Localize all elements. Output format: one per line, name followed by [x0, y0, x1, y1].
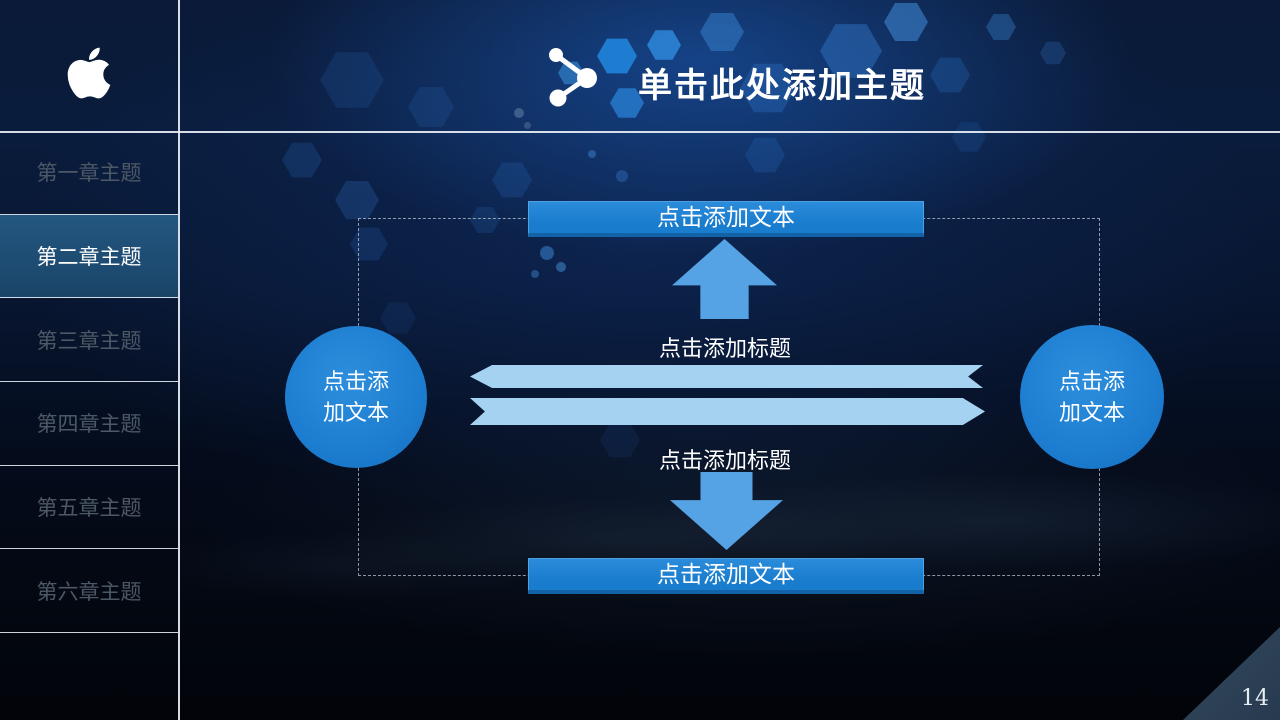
upper-title-placeholder[interactable]: 点击添加标题 [658, 336, 791, 361]
sidebar-item-chapter6[interactable]: 第六章主题 [0, 549, 178, 634]
sidebar-item-chapter3[interactable]: 第三章主题 [0, 298, 178, 383]
left-circle-placeholder[interactable]: 点击添加文本 [285, 326, 427, 468]
left-pointing-bar [470, 365, 983, 388]
right-circle-label: 点击添加文本 [1058, 369, 1125, 425]
apple-logo-icon [67, 47, 111, 99]
page-number: 14 [1241, 686, 1269, 711]
right-pointing-bar [470, 398, 985, 425]
top-text-placeholder[interactable]: 点击添加文本 [528, 201, 924, 237]
sidebar-item-chapter5[interactable]: 第五章主题 [0, 466, 178, 550]
sidebar-item-chapter1[interactable]: 第一章主题 [0, 131, 178, 215]
sidebar-item-chapter4[interactable]: 第四章主题 [0, 382, 178, 466]
share-nodes-icon [549, 48, 597, 107]
left-circle-label: 点击添加文本 [322, 369, 389, 425]
right-circle-placeholder[interactable]: 点击添加文本 [1020, 325, 1164, 469]
sidebar-divider-line [178, 0, 180, 720]
slide-title[interactable]: 单击此处添加主题 [638, 67, 926, 105]
bottom-text-placeholder[interactable]: 点击添加文本 [528, 558, 924, 594]
sidebar-item-chapter2[interactable]: 第二章主题 [0, 214, 178, 299]
chapter-sidebar: 第一章主题 第二章主题 第三章主题 第四章主题 第五章主题 第六章主题 [0, 131, 178, 634]
lower-title-placeholder[interactable]: 点击添加标题 [658, 448, 791, 473]
header-divider-line [0, 131, 1280, 133]
